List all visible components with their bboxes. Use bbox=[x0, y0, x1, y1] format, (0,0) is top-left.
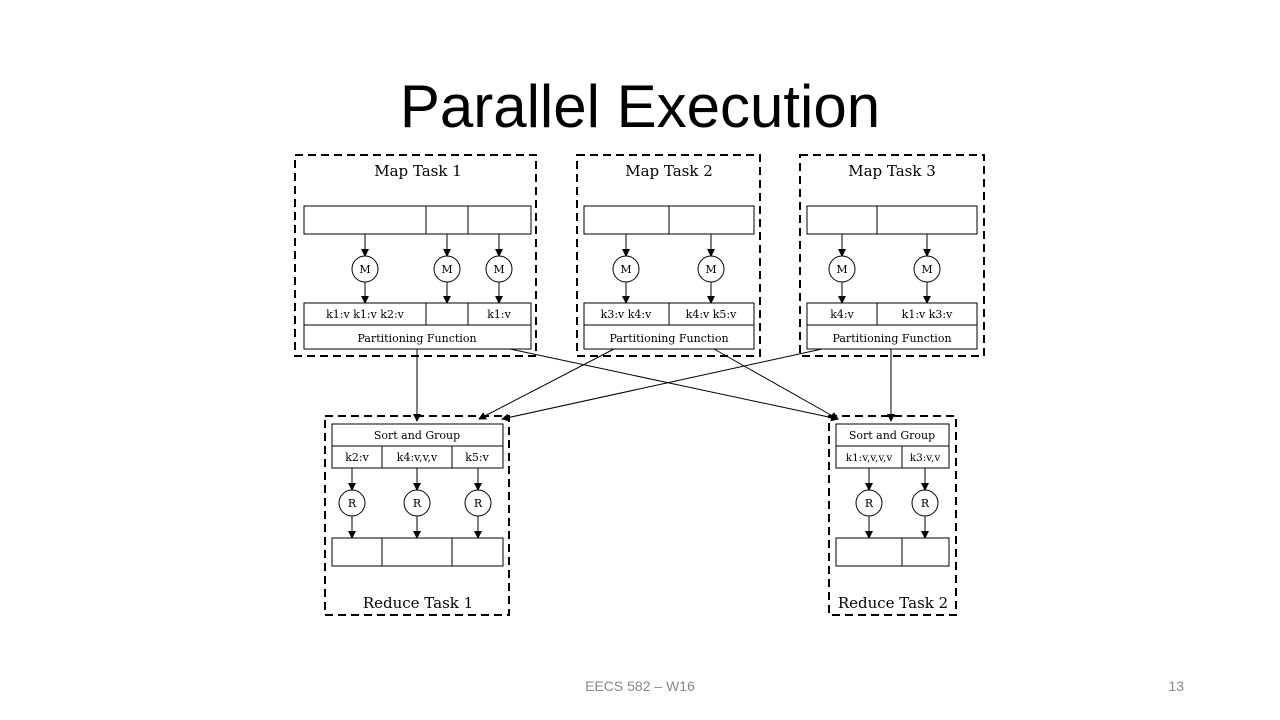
map-task-3-border bbox=[799, 154, 985, 357]
map-output-cell: k1:v k3:v bbox=[902, 308, 953, 321]
key-group-cell: k3:v,v bbox=[910, 452, 941, 464]
map-task-1-output-buffer: k1:v k1:v k2:v k1:v bbox=[303, 302, 532, 326]
reduce-task-1-sort-and-group: Sort and Group bbox=[331, 423, 504, 447]
map-task-2-partitioning-function: Partitioning Function bbox=[583, 324, 755, 350]
mapper-label: M bbox=[493, 263, 504, 276]
map-task-3-partitioning-function: Partitioning Function bbox=[806, 324, 978, 350]
map-task-1-border bbox=[294, 154, 537, 357]
shuffle-arrow bbox=[713, 348, 839, 420]
shuffle-arrow bbox=[501, 348, 823, 422]
reducer-label: R bbox=[474, 497, 483, 510]
reducer-label: R bbox=[921, 497, 930, 510]
map-output-cell: k4:v k5:v bbox=[686, 308, 737, 321]
map-task-3-output-buffer: k4:v k1:v k3:v bbox=[806, 302, 978, 326]
sort-and-group-label: Sort and Group bbox=[374, 429, 460, 442]
mapper-label: M bbox=[620, 263, 631, 276]
map-task-1-input-split bbox=[303, 205, 532, 235]
reducer-label: R bbox=[865, 497, 874, 510]
reduce-task-2-sort-and-group: Sort and Group bbox=[835, 423, 950, 447]
reduce-task-1-output bbox=[331, 537, 504, 567]
map-output-cell: k4:v bbox=[830, 308, 854, 321]
reduce-task-1: Sort and Group k2:v k4:v,v,v k5:v R R R bbox=[324, 415, 510, 616]
shuffle-arrow bbox=[478, 348, 615, 420]
slide-title: Parallel Execution bbox=[399, 73, 881, 140]
map-task-2-output-buffer: k3:v k4:v k4:v k5:v bbox=[583, 302, 755, 326]
map-task-1-title: Map Task 1 bbox=[374, 162, 462, 180]
map-task-2-title: Map Task 2 bbox=[625, 162, 713, 180]
map-task-1-partitioning-function: Partitioning Function bbox=[303, 324, 532, 350]
map-output-cell: k1:v bbox=[487, 308, 511, 321]
map-task-2-border bbox=[576, 154, 761, 357]
shuffle-arrows bbox=[413, 348, 895, 422]
reduce-task-2: Sort and Group k1:v,v,v,v k3:v,v R R Red… bbox=[828, 415, 957, 616]
reduce-task-1-key-groups: k2:v k4:v,v,v k5:v bbox=[331, 445, 504, 469]
reduce-task-1-border bbox=[324, 415, 510, 616]
reducer-label: R bbox=[413, 497, 422, 510]
map-task-1: Map Task 1 M M M k1:v k1:v k2:v bbox=[294, 154, 537, 357]
partitioning-function-label: Partitioning Function bbox=[609, 332, 728, 345]
map-task-2-input-split bbox=[583, 205, 755, 235]
mapper-label: M bbox=[441, 263, 452, 276]
map-output-cell: k1:v k1:v k2:v bbox=[326, 308, 405, 321]
map-task-3-input-split bbox=[806, 205, 978, 235]
reduce-task-2-key-groups: k1:v,v,v,v k3:v,v bbox=[835, 445, 950, 469]
mapper-node: M bbox=[697, 255, 725, 283]
reducer-label: R bbox=[348, 497, 357, 510]
mapper-label: M bbox=[359, 263, 370, 276]
map-task-2: Map Task 2 M M k3:v k4:v k4:v k5:v Parti… bbox=[576, 154, 761, 357]
mapper-node: M bbox=[612, 255, 640, 283]
mapper-label: M bbox=[705, 263, 716, 276]
key-group-cell: k1:v,v,v,v bbox=[846, 452, 893, 464]
map-task-3: Map Task 3 M M k4:v k1:v k3:v Partitioni… bbox=[799, 154, 985, 357]
reducer-node: R bbox=[464, 489, 492, 517]
slide-footer: EECS 582 – W16 bbox=[585, 678, 695, 694]
reduce-task-1-title: Reduce Task 1 bbox=[363, 594, 473, 612]
page-number: 13 bbox=[1168, 678, 1184, 694]
partitioning-function-label: Partitioning Function bbox=[357, 332, 476, 345]
mapper-node: M bbox=[913, 255, 941, 283]
map-task-3-title: Map Task 3 bbox=[848, 162, 936, 180]
mapper-node: M bbox=[828, 255, 856, 283]
reducer-node: R bbox=[911, 489, 939, 517]
key-group-cell: k4:v,v,v bbox=[397, 451, 438, 464]
mapper-label: M bbox=[836, 263, 847, 276]
mapper-node: M bbox=[351, 255, 379, 283]
reducer-node: R bbox=[338, 489, 366, 517]
mapper-node: M bbox=[433, 255, 461, 283]
partitioning-function-label: Partitioning Function bbox=[832, 332, 951, 345]
mapper-node: M bbox=[485, 255, 513, 283]
reducer-node: R bbox=[855, 489, 883, 517]
shuffle-arrow bbox=[509, 348, 839, 422]
reduce-task-2-border bbox=[828, 415, 957, 616]
reducer-node: R bbox=[403, 489, 431, 517]
mapper-label: M bbox=[921, 263, 932, 276]
reduce-task-2-output bbox=[835, 537, 950, 567]
map-output-cell: k3:v k4:v bbox=[601, 308, 652, 321]
key-group-cell: k2:v bbox=[345, 451, 369, 464]
sort-and-group-label: Sort and Group bbox=[849, 429, 935, 442]
key-group-cell: k5:v bbox=[465, 451, 489, 464]
reduce-task-2-title: Reduce Task 2 bbox=[838, 594, 948, 612]
